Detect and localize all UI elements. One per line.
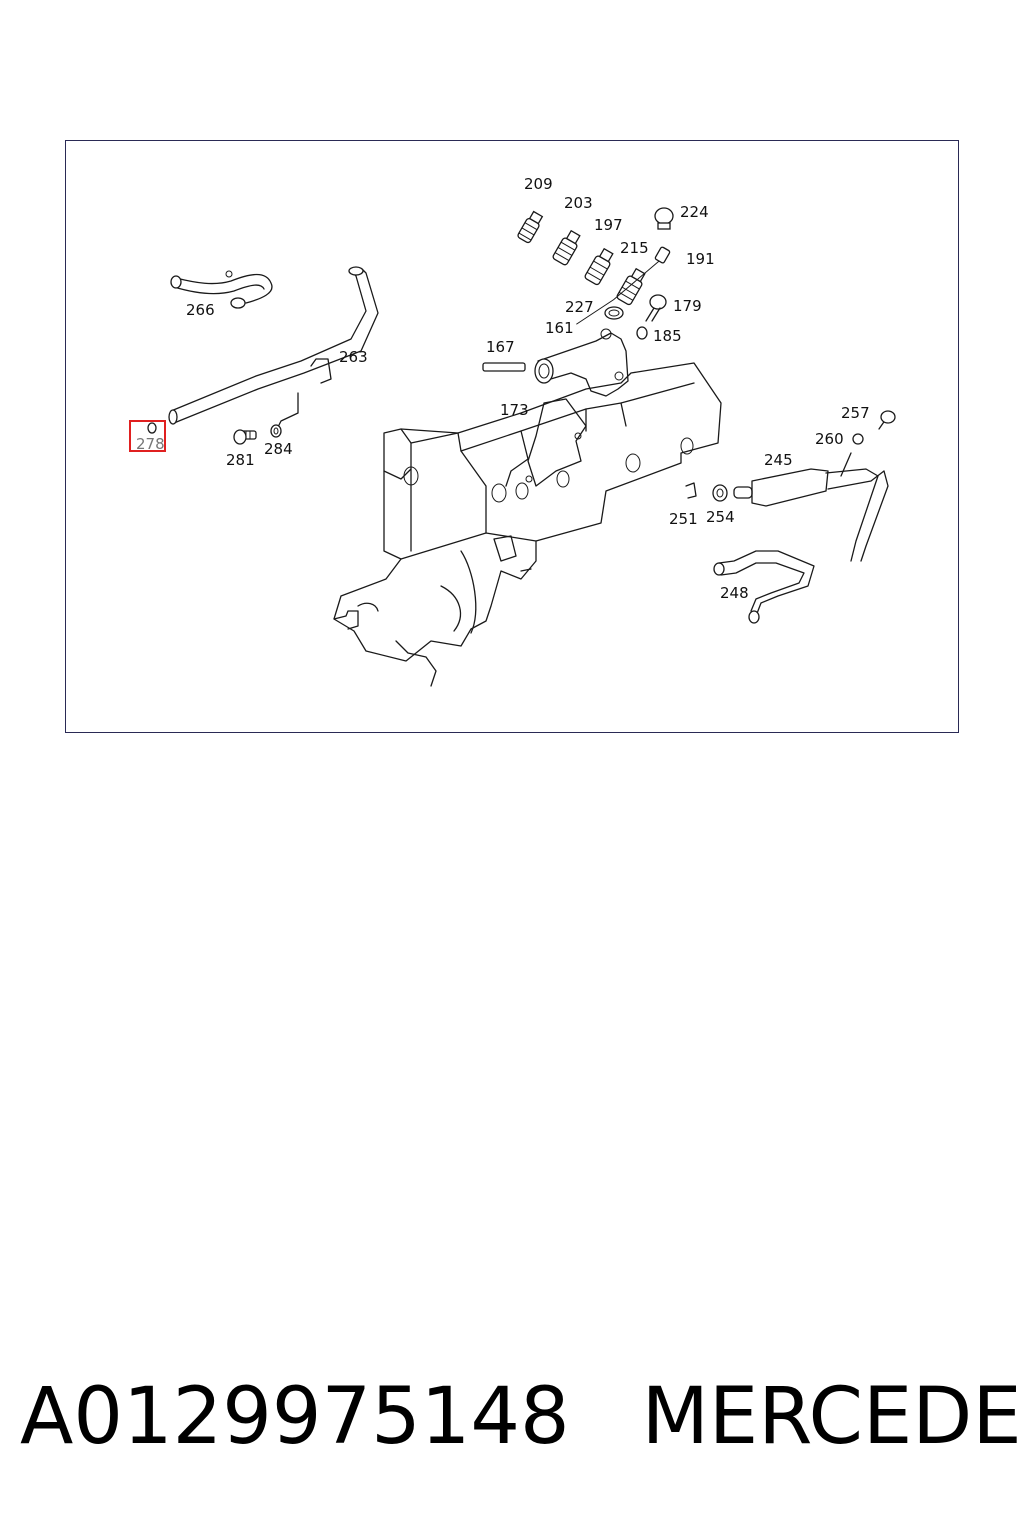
coolant-tube-263 [168,266,379,432]
callout-281: 281 [226,451,255,469]
callout-263: 263 [339,348,368,366]
callout-224: 224 [680,203,709,221]
brand-name: MERCEDES [641,1372,1024,1462]
small-parts-left [147,422,282,445]
engine-block-drawing [333,362,722,687]
callout-284: 284 [264,440,293,458]
callout-167: 167 [486,338,515,356]
sensors-group [517,207,674,340]
hose-266 [170,270,273,309]
callout-labels: 209 203 197 224 215 191 266 227 179 161 … [136,175,870,602]
callout-215: 215 [620,239,649,257]
highlight-box-278 [129,420,166,452]
callout-185: 185 [653,327,682,345]
housing-161 [534,328,629,397]
part-number: A0129975148 [20,1372,570,1462]
callout-251: 251 [669,510,698,528]
callout-161: 161 [545,319,574,337]
callout-173: 173 [500,401,529,419]
pipe-assembly-245 [685,410,896,562]
callout-227: 227 [565,298,594,316]
callout-266: 266 [186,301,215,319]
callout-278: 278 [136,435,165,453]
callout-179: 179 [673,297,702,315]
callout-197: 197 [594,216,623,234]
hose-248 [713,550,815,624]
callout-257: 257 [841,404,870,422]
callout-254: 254 [706,508,735,526]
callout-245: 245 [764,451,793,469]
callout-248: 248 [720,584,749,602]
callout-191: 191 [686,250,715,268]
callout-260: 260 [815,430,844,448]
pin-167 [482,362,526,372]
engine-exploded-view: 209 203 197 224 215 191 266 227 179 161 … [129,175,896,687]
part-caption: A0129975148 MERCEDES [20,1372,1024,1462]
callout-203: 203 [564,194,593,212]
parts-diagram: 209 203 197 224 215 191 266 227 179 161 … [65,140,959,733]
callout-209: 209 [524,175,553,193]
